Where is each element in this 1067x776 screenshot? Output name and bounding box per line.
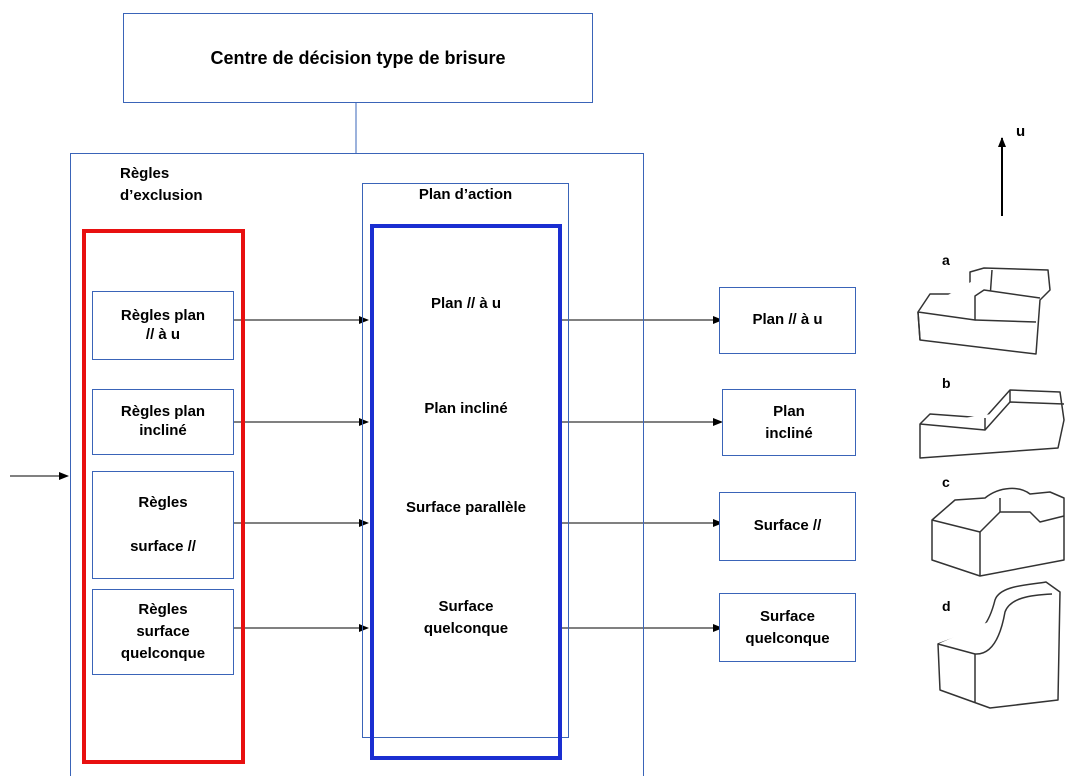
action-plan-item-3: Surface parallèle (405, 499, 527, 516)
output-box-surface-parallel: Surface // (719, 492, 856, 561)
action-plan-frame (370, 224, 562, 760)
block-sketch-b (919, 389, 1065, 459)
block-sketch-c (931, 487, 1065, 577)
exclusion-rules-frame (82, 229, 245, 764)
decision-center-box: Centre de décision type de brisure (123, 13, 593, 103)
action-plan-item-2: Plan incliné (424, 400, 508, 417)
figure-label-c: c (942, 474, 950, 490)
figure-label-a: a (942, 252, 950, 268)
output-box-surface-any: Surface quelconque (719, 593, 856, 662)
rule-box-plan-parallel: Règles plan // à u (92, 291, 234, 360)
block-sketch-d (937, 581, 1061, 709)
rule-box-surface-any: Règles surface quelconque (92, 589, 234, 675)
rule-box-surface-parallel: Règles surface // (92, 471, 234, 579)
u-axis-label: u (1016, 123, 1026, 140)
output-box-plan-parallel: Plan // à u (719, 287, 856, 354)
main-container (70, 153, 644, 776)
figure-label-b: b (942, 375, 951, 391)
action-plan-item-4: Surface quelconque (423, 598, 509, 637)
action-plan-title: Plan d’action (418, 186, 513, 203)
output-box-plan-inclined: Plan incliné (722, 389, 856, 456)
rule-box-plan-inclined: Règles plan incliné (92, 389, 234, 455)
figure-label-d: d (942, 598, 951, 614)
exclusion-title: Règles d’exclusion (120, 165, 203, 204)
action-plan-container (362, 183, 569, 738)
decision-center-label: Centre de décision type de brisure (210, 47, 506, 68)
action-plan-item-1: Plan // à u (430, 295, 502, 312)
block-sketch-a (917, 267, 1051, 355)
